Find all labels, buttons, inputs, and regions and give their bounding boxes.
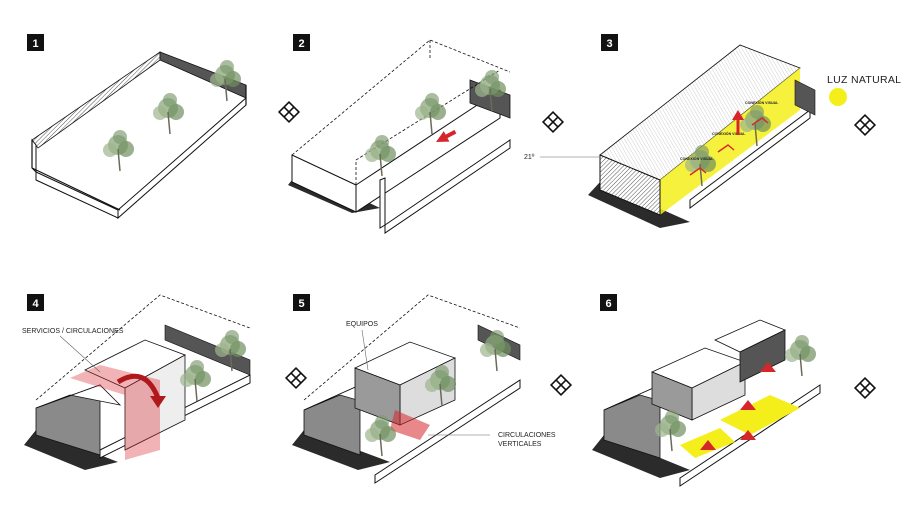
window-grid-icon (852, 375, 878, 401)
services-label: SERVICIOS / CIRCULACIONES (22, 328, 124, 335)
visual-connection-labels: CONEXIÓN VISUAL CONEXIÓN VISUAL CONEXIÓN… (680, 100, 779, 176)
angle-label: 21º (524, 154, 535, 161)
services-annotation: SERVICIOS / CIRCULACIONES (22, 328, 124, 373)
panel-badge: 2 (293, 34, 310, 51)
panel-number: 3 (606, 38, 612, 50)
arrow-icon (700, 362, 776, 450)
angle-annotation: 21º (524, 154, 600, 161)
visual-connection-label: CONEXIÓN VISUAL (745, 100, 779, 105)
panel-number: 6 (605, 298, 611, 310)
panel-badge: 4 (27, 294, 44, 311)
panel-number: 1 (32, 38, 38, 50)
equipment-label: EQUIPOS (346, 321, 378, 328)
arrow-icon (116, 373, 166, 408)
natural-light-label: LUZ NATURAL (827, 74, 901, 86)
volume-shadow (24, 430, 118, 470)
visual-connection-label: CONEXIÓN VISUAL (712, 131, 746, 136)
panel-4: 4 SERVICIOS / CIRCULACIONES (22, 294, 251, 470)
volume-shadow (292, 430, 390, 470)
panel-badge: 5 (293, 294, 310, 311)
panel-badge: 1 (27, 34, 44, 51)
panel-badge: 3 (601, 34, 618, 51)
window-grid-icon (548, 372, 574, 398)
volume-shadow (592, 435, 690, 478)
vertical-circulation-annotation: CIRCULACIONES VERTICALES (428, 432, 556, 448)
arrow-icon (732, 110, 744, 135)
box-volume (599, 44, 816, 216)
site-walls (31, 51, 247, 220)
vertical-circulation-label-2: VERTICALES (498, 441, 542, 448)
visual-connection-label: CONEXIÓN VISUAL (680, 156, 714, 161)
panel-5: 5 EQUIPOS CIRCULACIONES (283, 294, 574, 484)
panel-number: 2 (298, 38, 304, 50)
site-walls (291, 39, 511, 234)
panel-badge: 6 (600, 294, 617, 311)
window-grid-icon (283, 365, 309, 391)
panel-6: 6 (592, 294, 878, 487)
vertical-circulation-label-1: CIRCULACIONES (498, 432, 556, 439)
window-grid-icon (852, 112, 878, 138)
building-blocks (603, 319, 786, 459)
panel-3: 3 CONEXIÓN VISUAL CONEXIÓN VISUAL CONEXI… (524, 34, 901, 228)
window-grid-icon (540, 109, 566, 135)
sun-icon (829, 88, 847, 106)
panel-number: 4 (32, 298, 39, 310)
panel-1: 1 (27, 34, 247, 220)
panel-number: 5 (298, 298, 304, 310)
equipment-annotation: EQUIPOS (346, 321, 378, 371)
window-grid-icon (276, 99, 302, 125)
panel-2: 2 (276, 34, 511, 234)
